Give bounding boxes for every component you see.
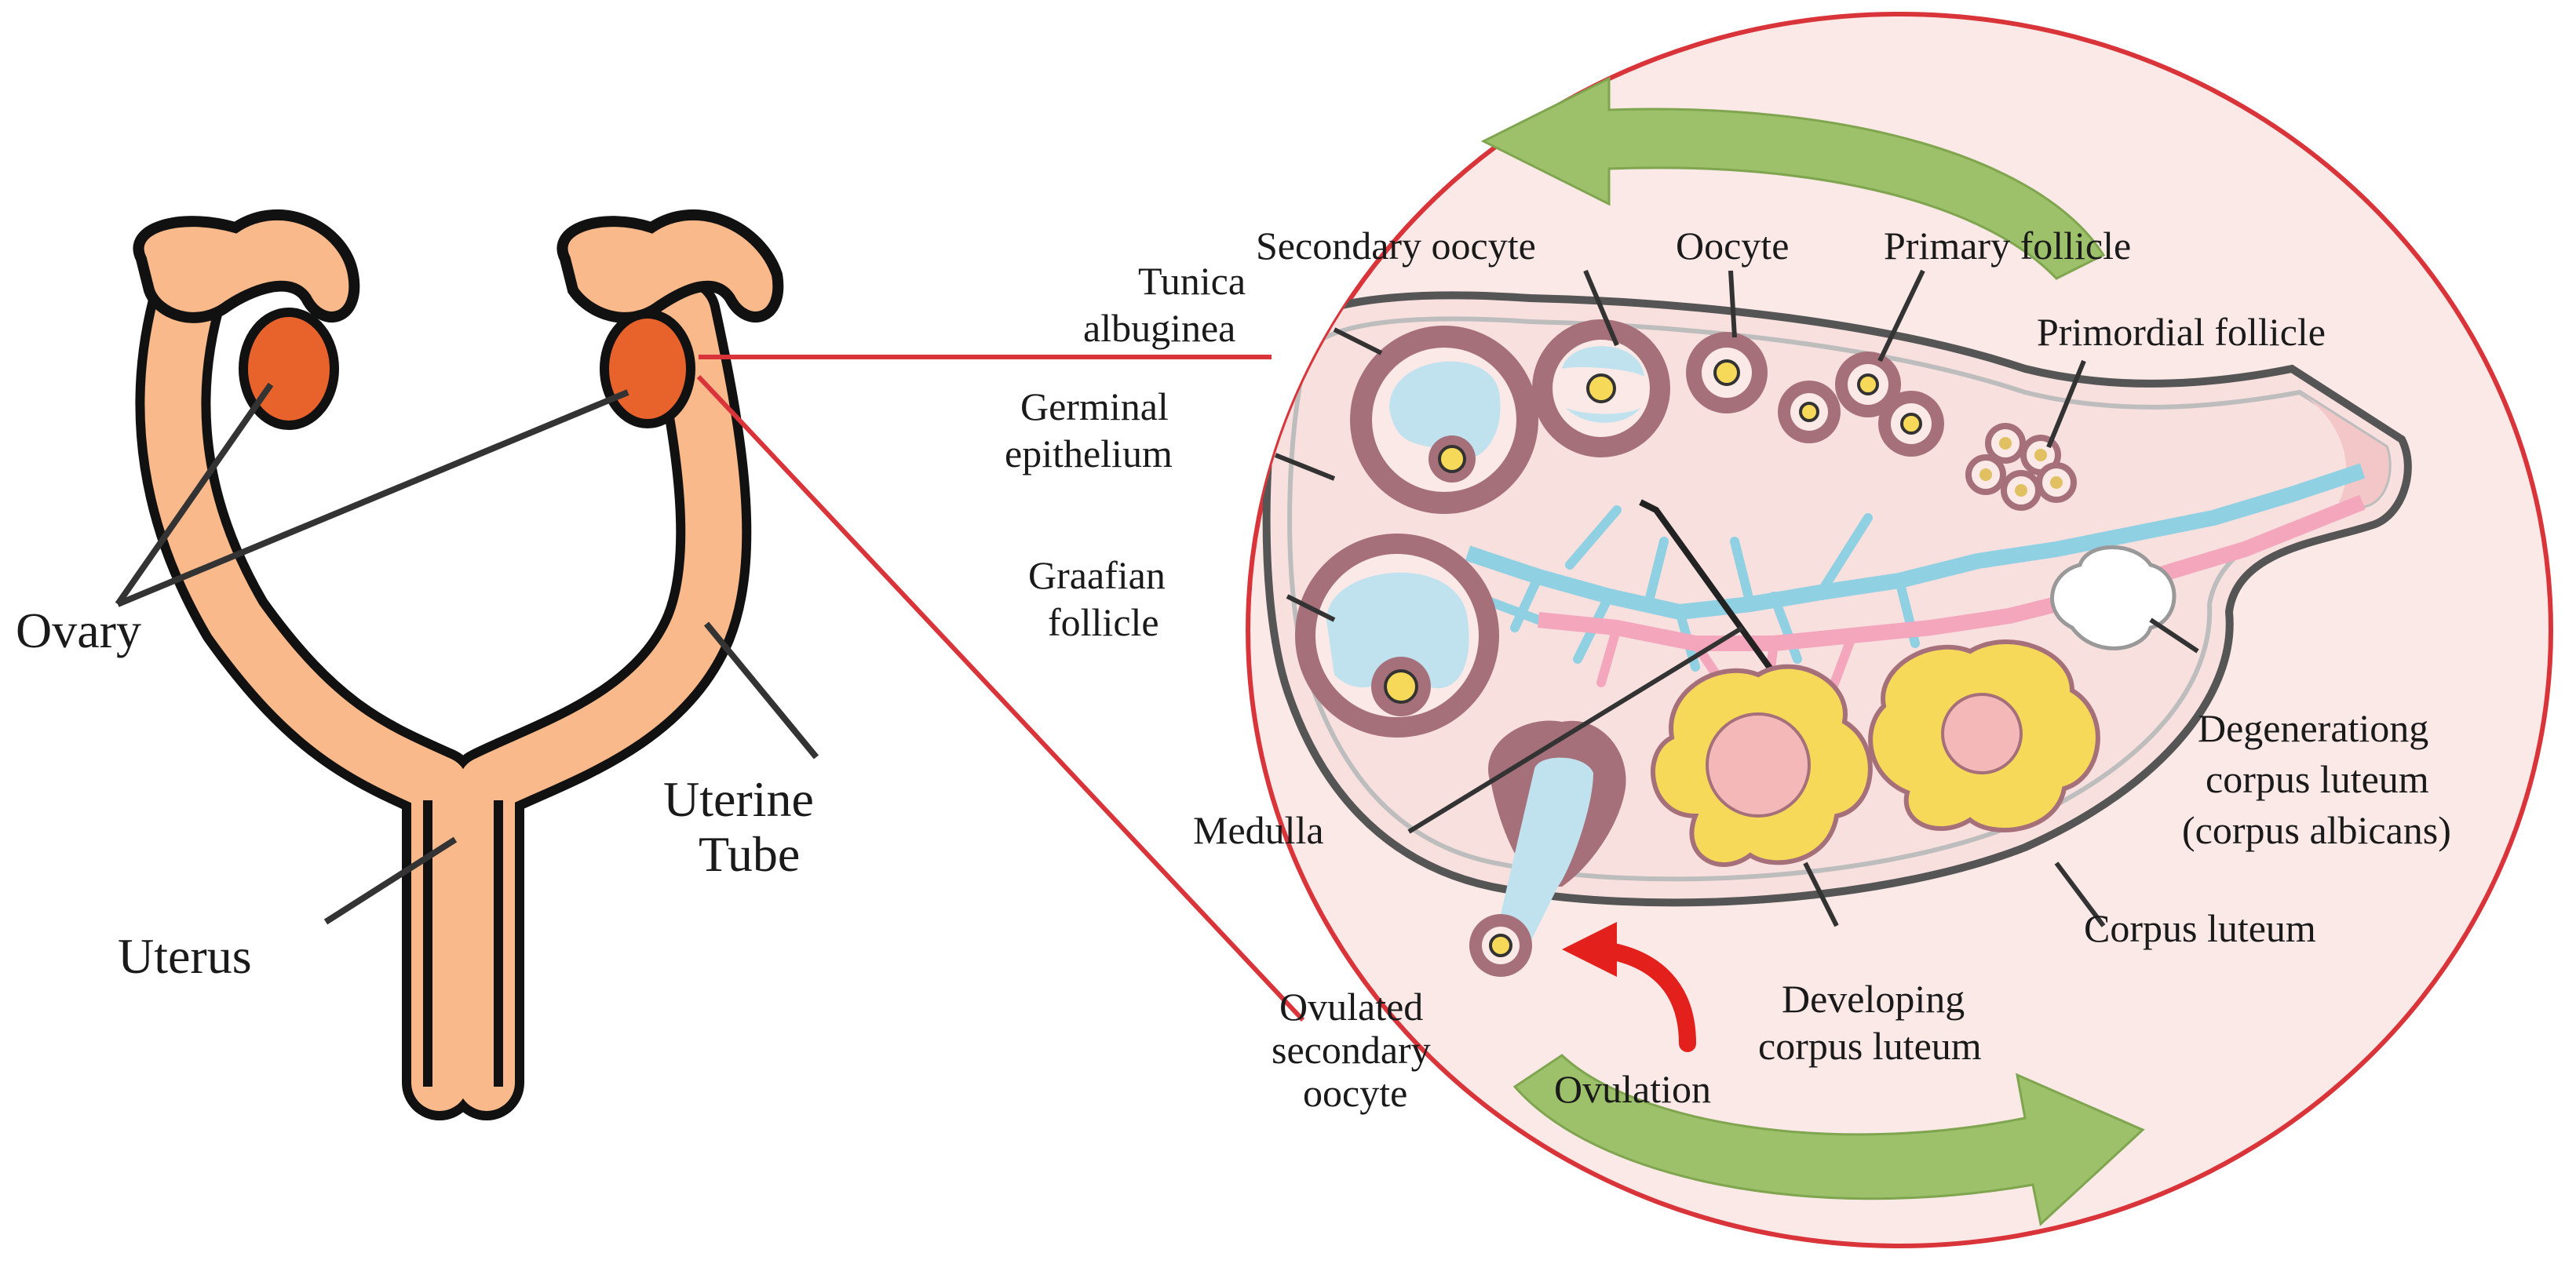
cycle-arrow-bottom bbox=[1512, 1054, 2145, 1226]
cycle-arrow-top bbox=[1480, 76, 2106, 280]
label-uterine-tube-2: Tube bbox=[699, 826, 800, 882]
label-ovulation: Ovulation bbox=[1554, 1067, 1711, 1111]
right-fimbriae bbox=[556, 209, 784, 323]
label-developing-1: Developing bbox=[1782, 977, 1965, 1021]
label-tunica-1: Tunica bbox=[1138, 259, 1246, 303]
label-degenerating-2: corpus luteum bbox=[2206, 757, 2429, 801]
label-oocyte: Oocyte bbox=[1676, 224, 1789, 268]
label-ovulated-3: oocyte bbox=[1303, 1071, 1407, 1115]
graafian-follicle bbox=[1295, 534, 1499, 738]
left-fimbriae bbox=[133, 209, 360, 323]
label-corpus-luteum: Corpus luteum bbox=[2084, 906, 2316, 950]
label-ovulated-1: Ovulated bbox=[1279, 985, 1423, 1029]
label-graafian-1: Graafian bbox=[1028, 553, 1166, 597]
label-ovary: Ovary bbox=[16, 603, 141, 658]
ovulated-oocyte bbox=[1469, 914, 1532, 977]
label-degenerating-1: Degenerationg bbox=[2198, 706, 2428, 750]
primary-follicles bbox=[1778, 352, 1944, 457]
uterus-body bbox=[428, 785, 498, 1083]
corpus-luteum bbox=[1868, 639, 2100, 832]
magnified-ovary-bubble bbox=[1246, 12, 2553, 1248]
secondary-oocyte-follicle bbox=[1532, 319, 1670, 457]
antral-follicle bbox=[1350, 326, 1538, 514]
label-tunica-2: albuginea bbox=[1083, 306, 1235, 350]
label-germinal-1: Germinal bbox=[1020, 384, 1169, 428]
label-uterus: Uterus bbox=[118, 928, 252, 984]
label-primordial-follicle: Primordial follicle bbox=[2037, 310, 2326, 354]
label-secondary-oocyte: Secondary oocyte bbox=[1256, 224, 1536, 268]
label-uterine-tube-1: Uterine bbox=[663, 771, 814, 827]
label-developing-2: corpus luteum bbox=[1758, 1024, 1982, 1068]
developing-corpus-luteum bbox=[1651, 664, 1873, 867]
ovulation-arrow bbox=[1593, 941, 1696, 1052]
label-graafian-2: follicle bbox=[1048, 600, 1159, 644]
right-ovary bbox=[600, 309, 695, 428]
left-ovary bbox=[239, 308, 339, 430]
uterine-tube bbox=[144, 254, 743, 1111]
label-primary-follicle: Primary follicle bbox=[1884, 224, 2131, 268]
reproductive-tract bbox=[115, 209, 819, 1120]
corpus-albicans bbox=[2050, 545, 2176, 650]
label-degenerating-3: (corpus albicans) bbox=[2182, 808, 2451, 852]
oocyte-follicle bbox=[1686, 332, 1768, 413]
primordial-follicles bbox=[1965, 423, 2077, 511]
label-ovulated-2: secondary bbox=[1272, 1028, 1431, 1072]
label-medulla: Medulla bbox=[1193, 808, 1324, 852]
blood-vessel-pink bbox=[1538, 494, 2366, 651]
label-germinal-2: epithelium bbox=[1005, 432, 1173, 475]
